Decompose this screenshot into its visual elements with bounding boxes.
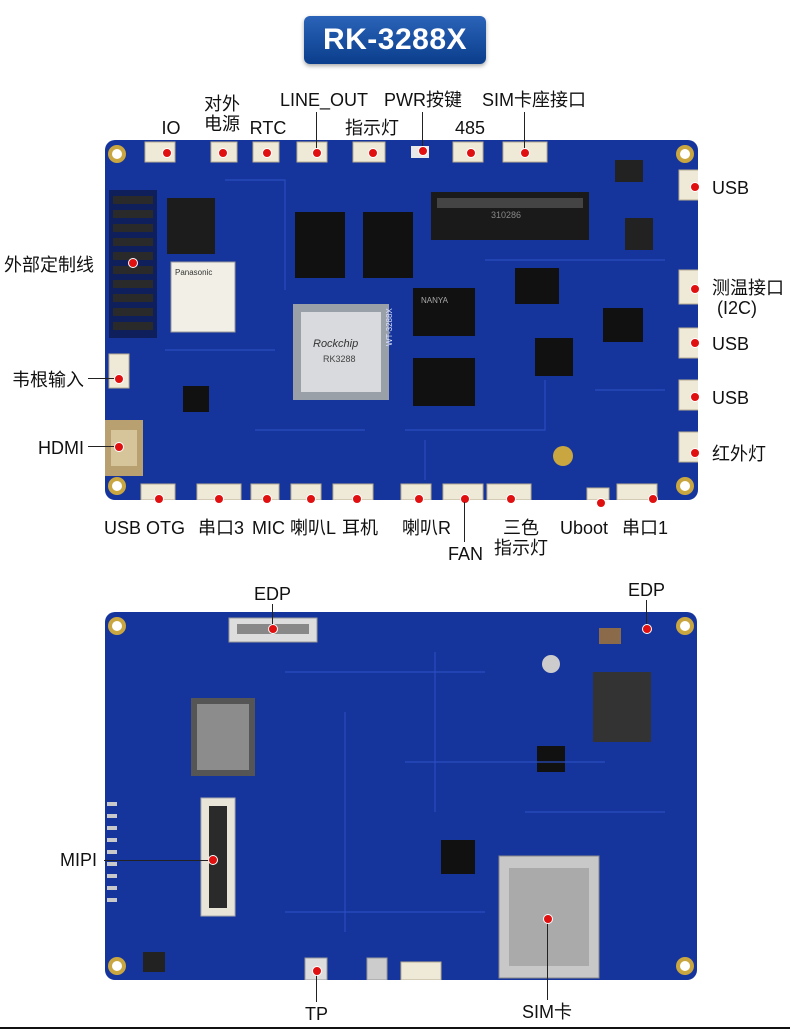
marker-pwr <box>418 146 428 156</box>
label-fan: FAN <box>448 544 484 564</box>
marker-temp <box>690 284 700 294</box>
label-sim-slot: SIM卡座接口 <box>481 90 586 110</box>
label-speaker-l: 喇叭L <box>290 518 337 538</box>
slot-silk-text: 310286 <box>491 210 522 220</box>
label-uart1: 串口1 <box>622 518 669 538</box>
label-tricolor-led: 三色指示灯 <box>494 518 548 558</box>
marker-uboot <box>596 498 606 508</box>
page-title: RK-3288X <box>304 16 486 64</box>
label-uart3: 串口3 <box>198 518 245 538</box>
marker-mipi <box>208 855 218 865</box>
marker-headphone <box>352 494 362 504</box>
marker-edp-1 <box>268 624 278 634</box>
marker-usb-2 <box>690 338 700 348</box>
label-temp-i2c: 测温接口 (I2C) <box>712 278 784 318</box>
label-indicator: 指示灯 <box>345 118 399 138</box>
label-ir-led: 红外灯 <box>712 444 766 464</box>
marker-sim-slot <box>520 148 530 158</box>
ram-brand-text: NANYA <box>421 296 448 305</box>
marker-rtc <box>262 148 272 158</box>
marker-speaker-r <box>414 494 424 504</box>
marker-sim-card <box>543 914 553 924</box>
marker-tricolor <box>506 494 516 504</box>
board-model-silk: WT-3288X <box>385 308 394 346</box>
relay-brand-text: Panasonic <box>175 268 213 277</box>
bottom-board-photo <box>105 612 697 980</box>
marker-tp <box>312 966 322 976</box>
bottom-divider <box>0 1027 790 1029</box>
label-sim-card: SIM卡 <box>522 1002 573 1022</box>
marker-wiegand <box>114 374 124 384</box>
label-485: 485 <box>454 118 486 138</box>
marker-io <box>162 148 172 158</box>
label-usb-otg: USB OTG <box>104 518 186 538</box>
label-headphone: 耳机 <box>342 518 378 538</box>
soc-brand-text: Rockchip <box>313 338 359 350</box>
label-io: IO <box>161 118 181 138</box>
marker-usb-1 <box>690 182 700 192</box>
marker-uart3 <box>214 494 224 504</box>
label-mipi: MIPI <box>60 850 98 870</box>
marker-custom-cable <box>128 258 138 268</box>
marker-usb-otg <box>154 494 164 504</box>
marker-line-out <box>312 148 322 158</box>
marker-power <box>218 148 228 158</box>
marker-ir <box>690 448 700 458</box>
label-usb-2: USB <box>712 334 750 354</box>
marker-hdmi <box>114 442 124 452</box>
label-usb-1: USB <box>712 178 750 198</box>
label-custom-cable: 外部定制线 <box>4 255 94 275</box>
marker-indicator <box>368 148 378 158</box>
label-pwr-button: PWR按键 <box>384 90 462 110</box>
label-wiegand: 韦根输入 <box>12 370 84 390</box>
top-board-photo: Rockchip RK3288 WT-3288X Panasonic NANYA… <box>105 140 698 500</box>
marker-speaker-l <box>306 494 316 504</box>
label-tp: TP <box>305 1004 329 1024</box>
marker-mic <box>262 494 272 504</box>
label-edp-1: EDP <box>254 584 292 604</box>
label-usb-3: USB <box>712 388 750 408</box>
label-speaker-r: 喇叭R <box>402 518 451 538</box>
label-line-out: LINE_OUT <box>279 90 369 110</box>
label-mic: MIC <box>252 518 285 538</box>
label-rtc: RTC <box>249 118 287 138</box>
marker-fan <box>460 494 470 504</box>
label-external-power: 对外电源 <box>204 94 240 134</box>
marker-485 <box>466 148 476 158</box>
marker-edp-2 <box>642 624 652 634</box>
marker-usb-3 <box>690 392 700 402</box>
label-edp-2: EDP <box>628 580 666 600</box>
marker-uart1 <box>648 494 658 504</box>
label-uboot: Uboot <box>560 518 609 538</box>
label-hdmi: HDMI <box>38 438 84 458</box>
soc-model-text: RK3288 <box>323 354 356 364</box>
